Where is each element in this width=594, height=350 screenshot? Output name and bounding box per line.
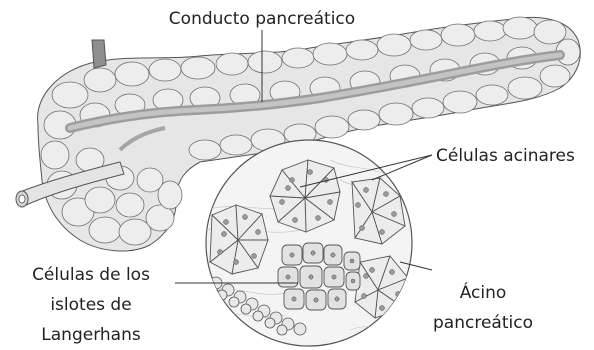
- label-celulas-islotes: Células de los islotes de Langerhans: [32, 265, 150, 345]
- acinus-left: [210, 205, 268, 274]
- bile-duct: [92, 40, 106, 68]
- svg-text:islotes de: islotes de: [50, 295, 131, 315]
- magnified-tissue: [206, 140, 412, 346]
- svg-text:Ácino: Ácino: [460, 281, 507, 303]
- label-conducto-pancreatico: Conducto pancreático: [169, 9, 355, 29]
- svg-text:Langerhans: Langerhans: [41, 325, 141, 345]
- svg-text:pancreático: pancreático: [433, 313, 533, 333]
- label-celulas-acinares: Células acinares: [436, 146, 575, 166]
- label-acino-pancreatico: Ácino pancreático: [433, 281, 533, 333]
- svg-text:Células de los: Células de los: [32, 265, 150, 285]
